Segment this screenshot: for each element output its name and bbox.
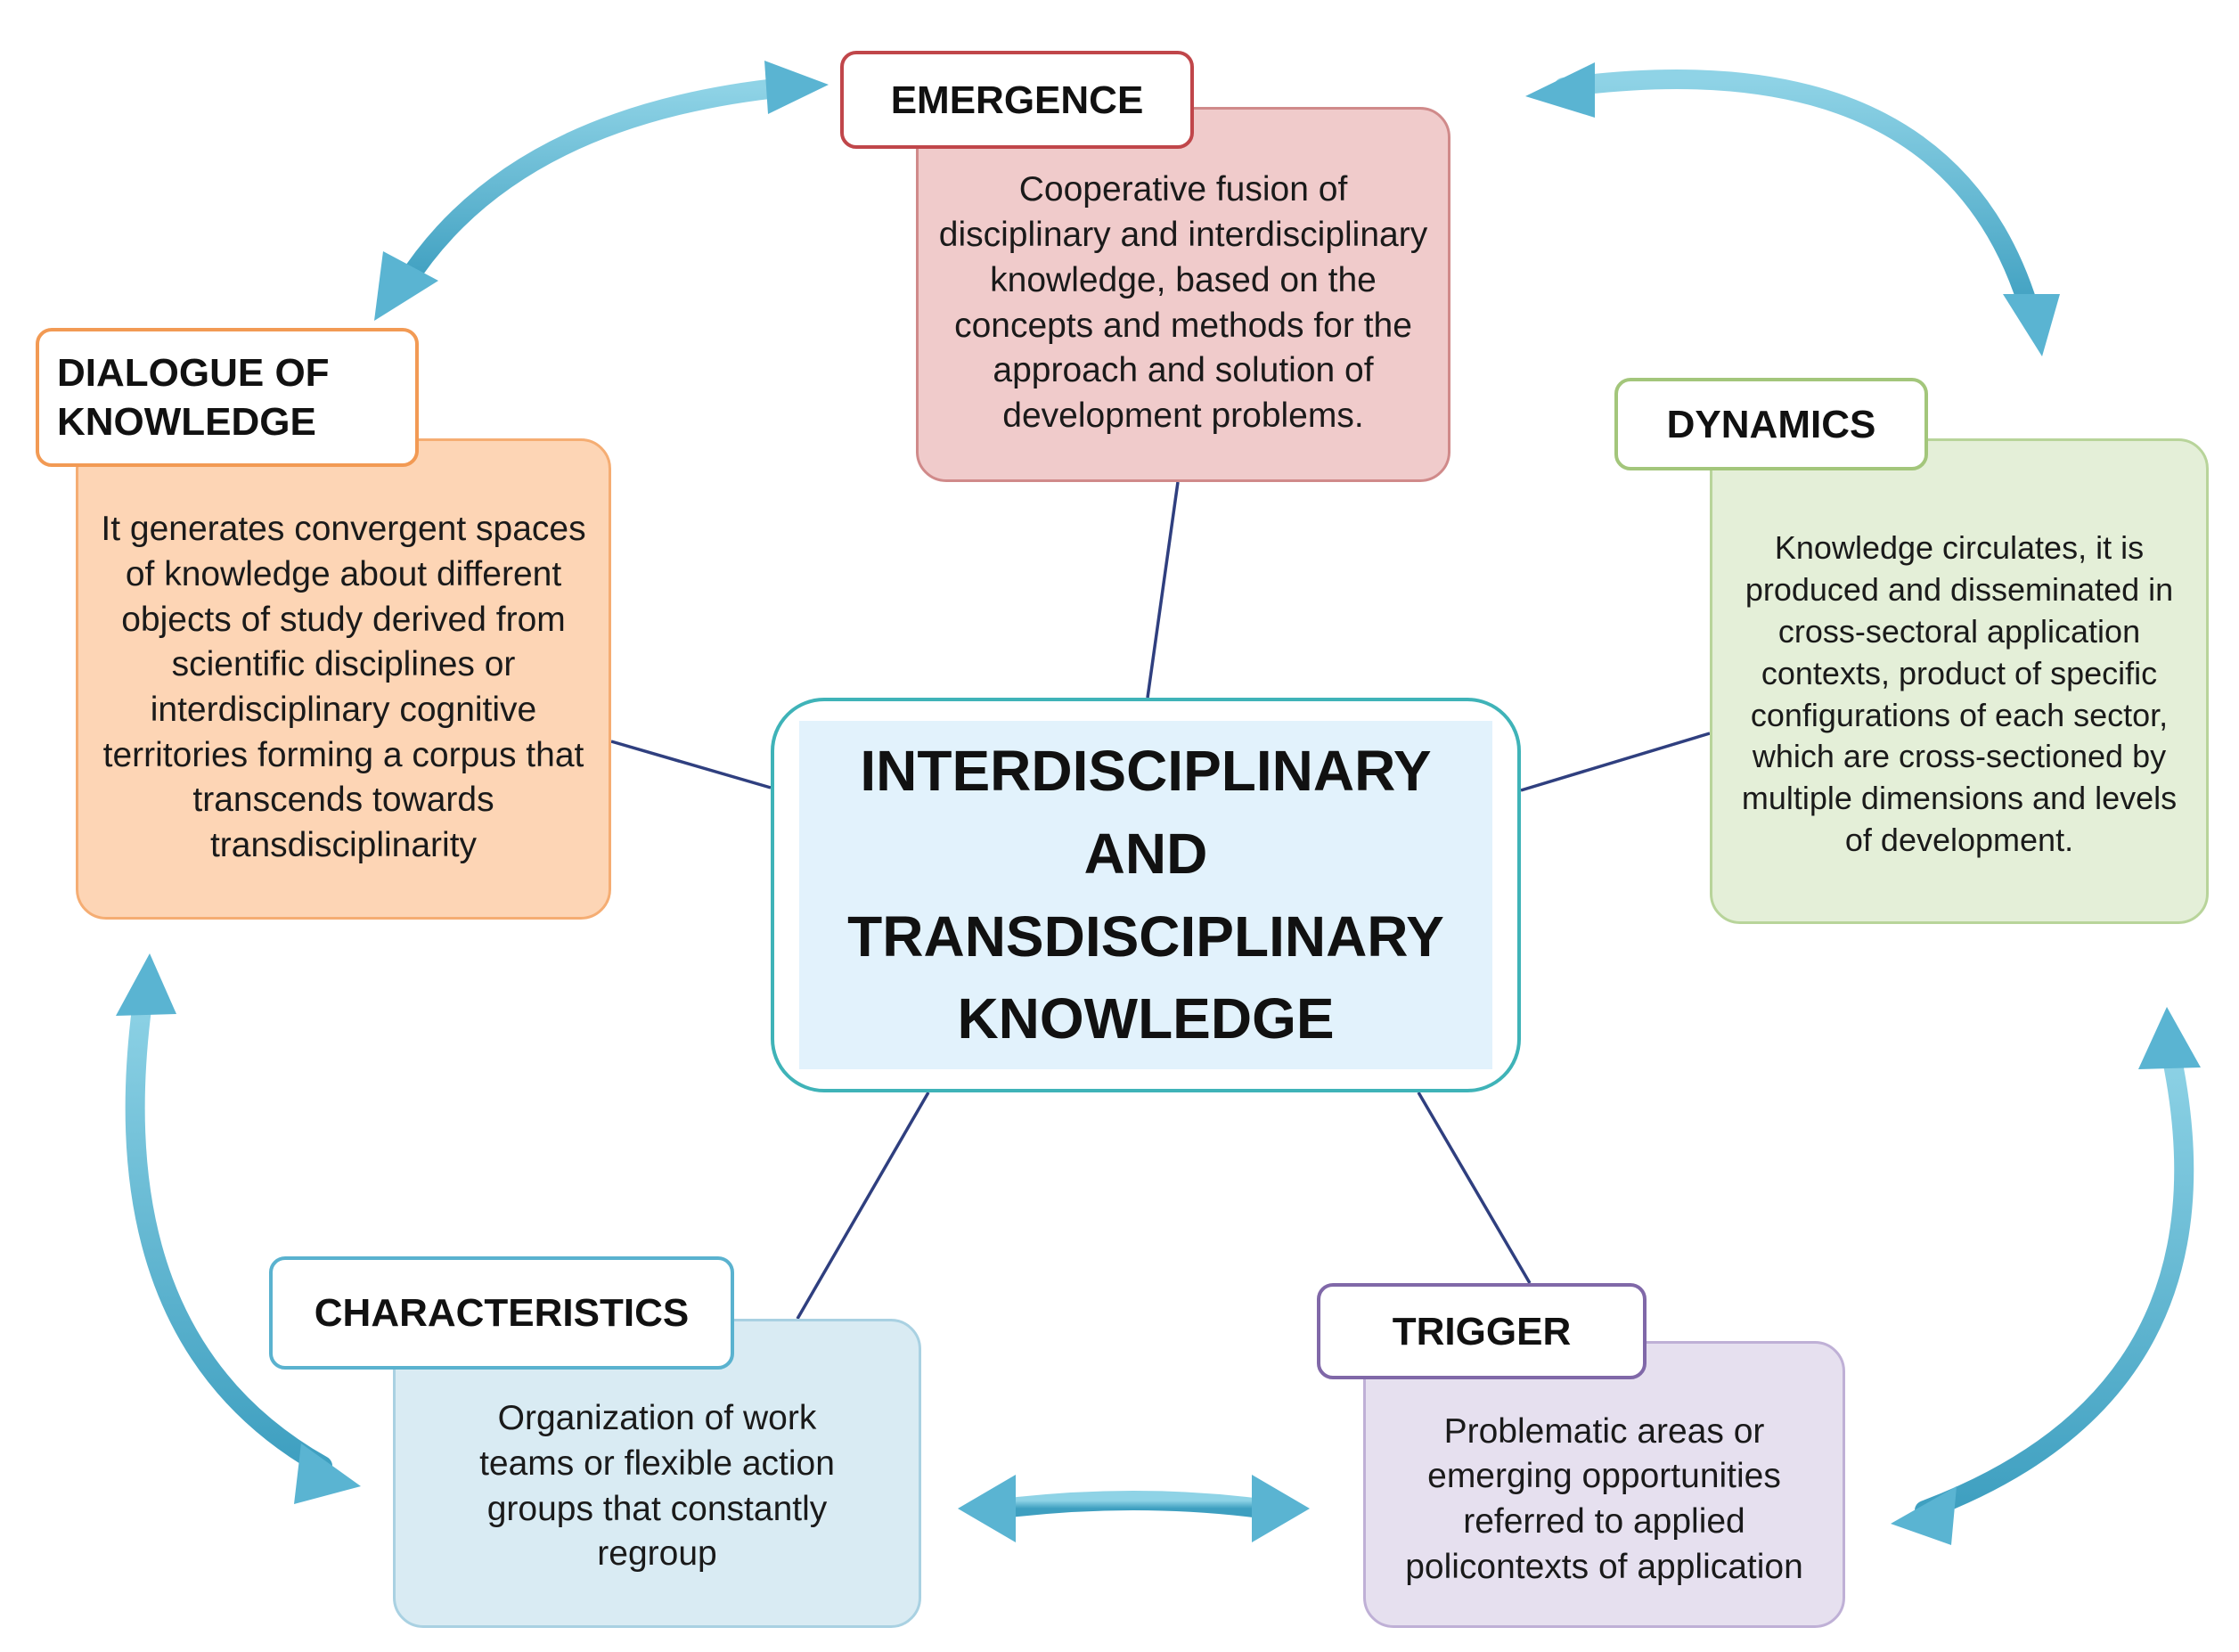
dialogue-text: It generates convergent spaces of knowle… [101,510,586,865]
connector-characteristics [796,1092,930,1320]
characteristics-text: Organization of work teams or flexible a… [479,1399,835,1574]
connector-dialogue [610,740,772,789]
characteristics-content-box: Organization of work teams or flexible a… [393,1319,921,1628]
connector-dynamics [1520,732,1711,792]
arrowhead-icon [294,1443,361,1504]
arrowhead-icon [1891,1486,1957,1545]
cycle-arrow-emergence-dynamics [1554,70,2041,326]
arrowhead-icon [764,61,829,114]
trigger-content-box: Problematic areas or emerging opportunit… [1363,1341,1845,1628]
arrowhead-icon [2003,294,2060,356]
characteristics-title: CHARACTERISTICS [269,1256,734,1370]
dynamics-content-box: Knowledge circulates, it is produced and… [1710,438,2209,924]
connector-emergence [1146,481,1180,699]
trigger-title: TRIGGER [1317,1283,1647,1379]
emergence-text: Cooperative fusion of disciplinary and i… [938,170,1428,435]
arrow-heads [116,61,2201,1545]
connector-trigger [1417,1092,1532,1284]
dialogue-content-box: It generates convergent spaces of knowle… [76,438,611,920]
dialogue-title: DIALOGUE OF KNOWLEDGE [36,328,419,467]
connector-lines [610,481,1711,1320]
dynamics-title: DYNAMICS [1614,378,1928,470]
cycle-arrow-dialogue-emergence [396,78,794,293]
trigger-text: Problematic areas or emerging opportunit… [1405,1411,1803,1586]
arrowhead-icon [116,953,176,1016]
dynamics-text: Knowledge circulates, it is produced and… [1741,529,2178,858]
cycle-arrow-dynamics-trigger [1915,1037,2194,1520]
cycle-arrows [125,70,2194,1520]
arrowhead-icon [2138,1007,2201,1069]
arrowhead-icon [1252,1475,1310,1542]
emergence-title: EMERGENCE [840,51,1194,149]
cycle-arrow-characteristics-trigger [993,1491,1271,1518]
arrowhead-icon [958,1475,1016,1542]
center-node: INTERDISCIPLINARY AND TRANSDISCIPLINARY … [771,698,1521,1092]
center-title: INTERDISCIPLINARY AND TRANSDISCIPLINARY … [799,721,1492,1069]
cycle-arrow-characteristics-dialogue [125,979,332,1476]
arrowhead-icon [1525,62,1595,118]
arrowhead-icon [374,251,438,321]
emergence-content-box: Cooperative fusion of disciplinary and i… [916,107,1450,482]
